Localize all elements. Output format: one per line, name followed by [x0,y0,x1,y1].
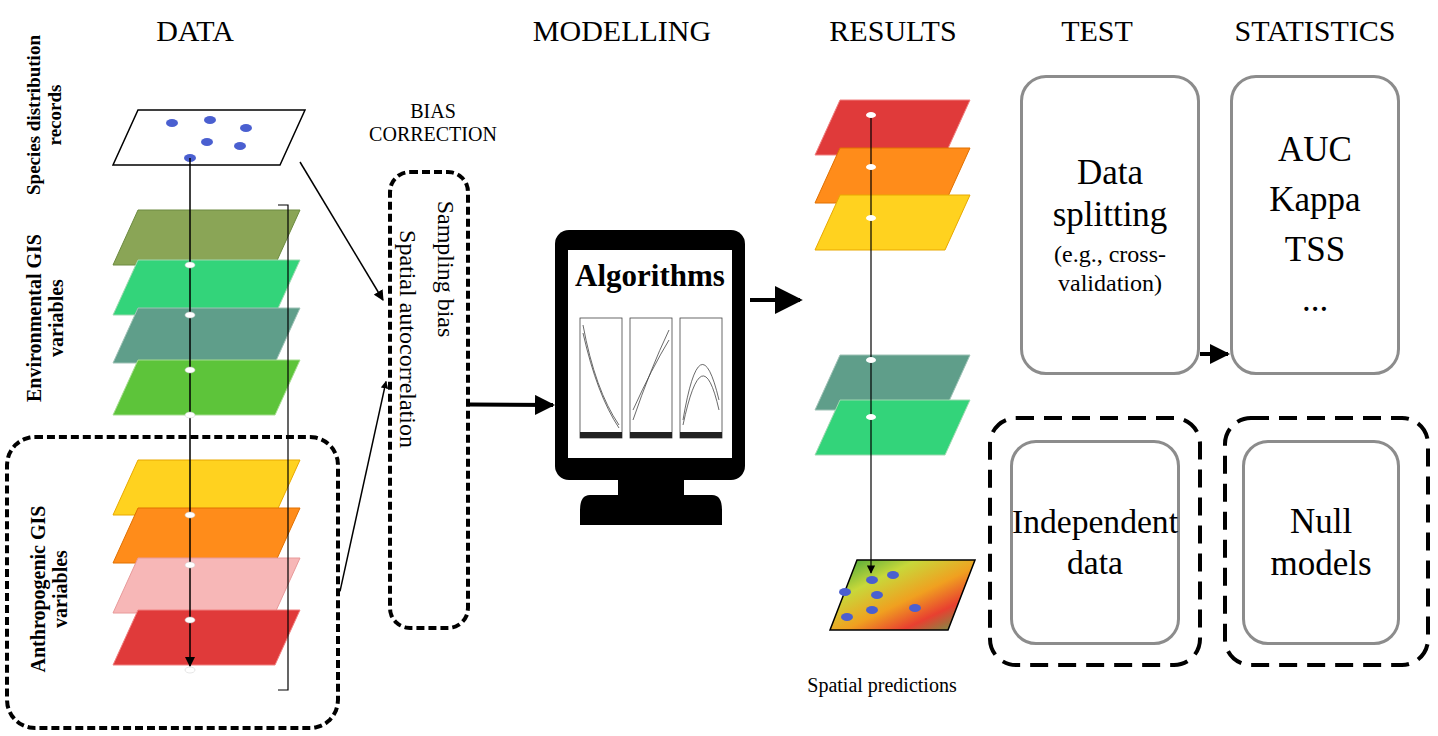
process-box: Independent data [1010,440,1180,645]
arrow-connector [340,382,386,592]
box-text: Kappa [1269,179,1360,221]
box-text: ... [1302,279,1328,321]
process-box: AUC KappaTSS... [1230,75,1400,375]
box-text: Null models [1253,501,1389,585]
column-header: RESULTS [793,14,993,47]
axis-label: Species distribution records [5,35,85,195]
column-header: DATA [115,14,275,47]
monitor: Algorithms [555,230,745,480]
column-header: STATISTICS [1195,14,1435,47]
process-box: Data splitting(e.g., cross-validation) [1020,75,1200,375]
axis-label: Environmental GIS variables [5,203,85,433]
bias-label: Sampling bias [406,184,486,354]
box-text: Data splitting [1031,152,1189,236]
caption-label: Spatial predictions [772,674,992,696]
dashed-group: Anthropogenic GIS variables [5,435,340,730]
screen-title: Algorithms [569,258,731,294]
process-box: Null models [1242,440,1400,645]
bias-box: BIAS CORRECTIONSpatial autocorrelationSa… [388,170,470,630]
column-header: TEST [1027,14,1167,47]
column-header: MODELLING [502,14,742,47]
group-heading: BIAS CORRECTION [368,100,498,146]
box-text: (e.g., cross-validation) [1031,240,1189,298]
box-text: Independent data [1012,502,1178,583]
box-text: AUC [1278,129,1352,171]
group-label: Anthropogenic GIS variables [9,469,89,709]
arrow-connector [470,403,553,407]
box-text: TSS [1285,229,1345,271]
arrow-connector [1200,352,1228,356]
